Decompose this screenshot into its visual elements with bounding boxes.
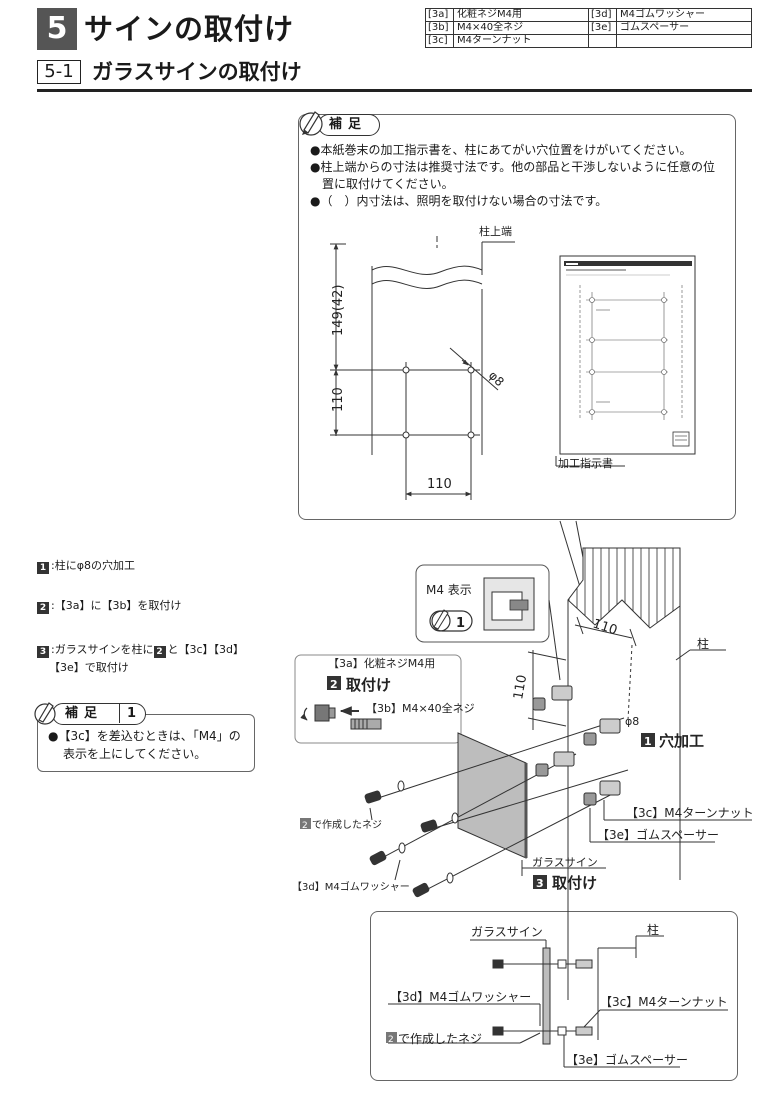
parts-row: [3c] M4ターンナット	[425, 34, 752, 48]
part-name: M4ターンナット	[453, 34, 589, 48]
dim-110-vertical: 110	[511, 674, 530, 701]
section-glass-sign-label: ガラスサイン	[471, 925, 543, 939]
pillar-label: 柱	[697, 636, 709, 651]
step-text: :柱にφ8の穴加工	[51, 559, 135, 572]
m4-display-label: M4 表示	[426, 583, 472, 597]
bolt-heads	[364, 790, 438, 898]
leader-line	[369, 807, 373, 821]
parts-row: [3b] M4×40全ネジ [3e] ゴムスペーサー	[425, 21, 752, 35]
leader-line	[394, 859, 401, 881]
supplement-label-1: 補足 1	[52, 703, 146, 725]
section-pillar-label: 柱	[647, 922, 659, 937]
washers	[397, 780, 459, 884]
phi8-label: φ8	[625, 715, 639, 728]
pillar-3d	[567, 547, 726, 1000]
parts-table: [3a] 化粧ネジM4用 [3d] M4ゴムワッシャー [3b] M4×40全ネ…	[425, 8, 752, 48]
supplement-text: ●本紙巻末の加工指示書を、柱にあてがい穴位置をけがいてください。 ●柱上端からの…	[310, 142, 730, 210]
part-name	[616, 34, 752, 48]
step-text: :ガラスサインを柱に	[51, 643, 154, 656]
glass-sign-panel	[457, 732, 527, 859]
step-2: 2:【3a】に【3b】を取付け	[37, 597, 181, 615]
spacer-label: 【3e】ゴムスペーサー	[597, 827, 719, 842]
step1-number: 1	[644, 735, 652, 748]
step-number-badge: 2	[153, 646, 166, 658]
pencil-icon	[299, 111, 323, 136]
step-number-badge: 3	[37, 646, 49, 658]
supplement-line: ●【3c】を差込むときは、「M4」の	[48, 729, 241, 743]
step1-badge	[641, 733, 655, 747]
page-title: サインの取付け	[84, 12, 295, 46]
section-view-drawing	[388, 935, 728, 1068]
step3-label: 取付け	[552, 874, 597, 892]
callout-number: 1	[456, 616, 465, 631]
supplement-line: ●本紙巻末の加工指示書を、柱にあてがい穴位置をけがいてください。	[310, 143, 692, 157]
step1-label: 穴加工	[659, 732, 704, 750]
supplement-number: 1	[127, 706, 137, 721]
step-1: 1:柱にφ8の穴加工	[37, 557, 135, 575]
pillar-dimensions	[527, 616, 637, 730]
dim-vertical-bottom: 110	[331, 387, 346, 412]
turn-nuts	[551, 685, 621, 796]
screw-3a-label: 【3a】化粧ネジM4用	[328, 656, 435, 670]
dim-110-horizontal: 110	[591, 617, 619, 639]
step-number-badge: 1	[37, 562, 49, 574]
step-text: 【3e】で取付け	[49, 661, 129, 674]
section-view-box	[370, 911, 738, 1081]
step2-label: 取付け	[346, 676, 391, 694]
supplement-line: 置に取付けてください。	[322, 177, 454, 191]
pencil-icon	[34, 702, 56, 725]
dim-horizontal: 110	[427, 477, 452, 492]
step3-badge	[533, 875, 547, 889]
pillar-top-label: 柱上端	[479, 224, 512, 238]
dim-vertical-top: 149(42)	[331, 285, 346, 337]
subsection-number: 5-1	[37, 60, 81, 84]
step2-number: 2	[330, 678, 338, 691]
step3-number: 3	[536, 877, 544, 890]
step2-callout	[294, 654, 462, 744]
section-made-screw-label: で作成したネジ	[398, 1032, 482, 1046]
glass-sign-label: ガラスサイン	[532, 856, 598, 869]
washer-label: 【3d】M4ゴムワッシャー	[292, 880, 410, 893]
made-screw-number: 2	[302, 821, 308, 831]
step-text: :【3a】に【3b】を取付け	[51, 599, 182, 612]
sheet-label: 加工指示書	[558, 456, 613, 470]
section-number: 5	[37, 8, 77, 50]
instruction-sheet-thumbnail	[555, 255, 696, 467]
supplement-box	[298, 114, 736, 520]
parts-row: [3a] 化粧ネジM4用 [3d] M4ゴムワッシャー	[425, 8, 752, 22]
turn-nut-label: 【3c】M4ターンナット	[626, 806, 754, 820]
subsection-title: ガラスサインの取付け	[92, 60, 302, 84]
supplement-line: ●柱上端からの寸法は推奨寸法です。他の部品と干渉しないように任意の位	[310, 160, 716, 174]
m4-display-callout	[415, 564, 561, 681]
spacers	[532, 697, 597, 806]
section-made-screw-number: 2	[388, 1035, 394, 1045]
supplement-text-1: ●【3c】を差込むときは、「M4」の 表示を上にしてください。	[48, 727, 241, 763]
section-spacer-label: 【3e】ゴムスペーサー	[566, 1052, 688, 1067]
hole-diameter: φ8	[486, 368, 507, 389]
made-screw-label: で作成したネジ	[312, 819, 382, 831]
supplement-label: 補足	[318, 114, 380, 136]
supplement-box-1	[37, 714, 255, 772]
made-screw-badge	[300, 818, 311, 829]
supplement-label-text: 補足	[65, 706, 104, 721]
section-washer-label: 【3d】M4ゴムワッシャー	[390, 989, 531, 1004]
pill-divider	[119, 704, 120, 723]
supplement-line: 表示を上にしてください。	[63, 747, 207, 761]
section-divider	[37, 89, 752, 92]
drilling-diagram	[330, 236, 515, 500]
section-turn-nut-label: 【3c】M4ターンナット	[600, 995, 728, 1009]
step-text: と【3c】【3d】	[167, 643, 245, 656]
section-made-screw-badge	[386, 1032, 397, 1043]
supplement-line: ●（ ）内寸法は、照明を取付けない場合の寸法です。	[310, 194, 608, 208]
step-number-badge: 2	[37, 602, 49, 614]
screw-3b-label: 【3b】M4×40全ネジ	[366, 701, 475, 715]
